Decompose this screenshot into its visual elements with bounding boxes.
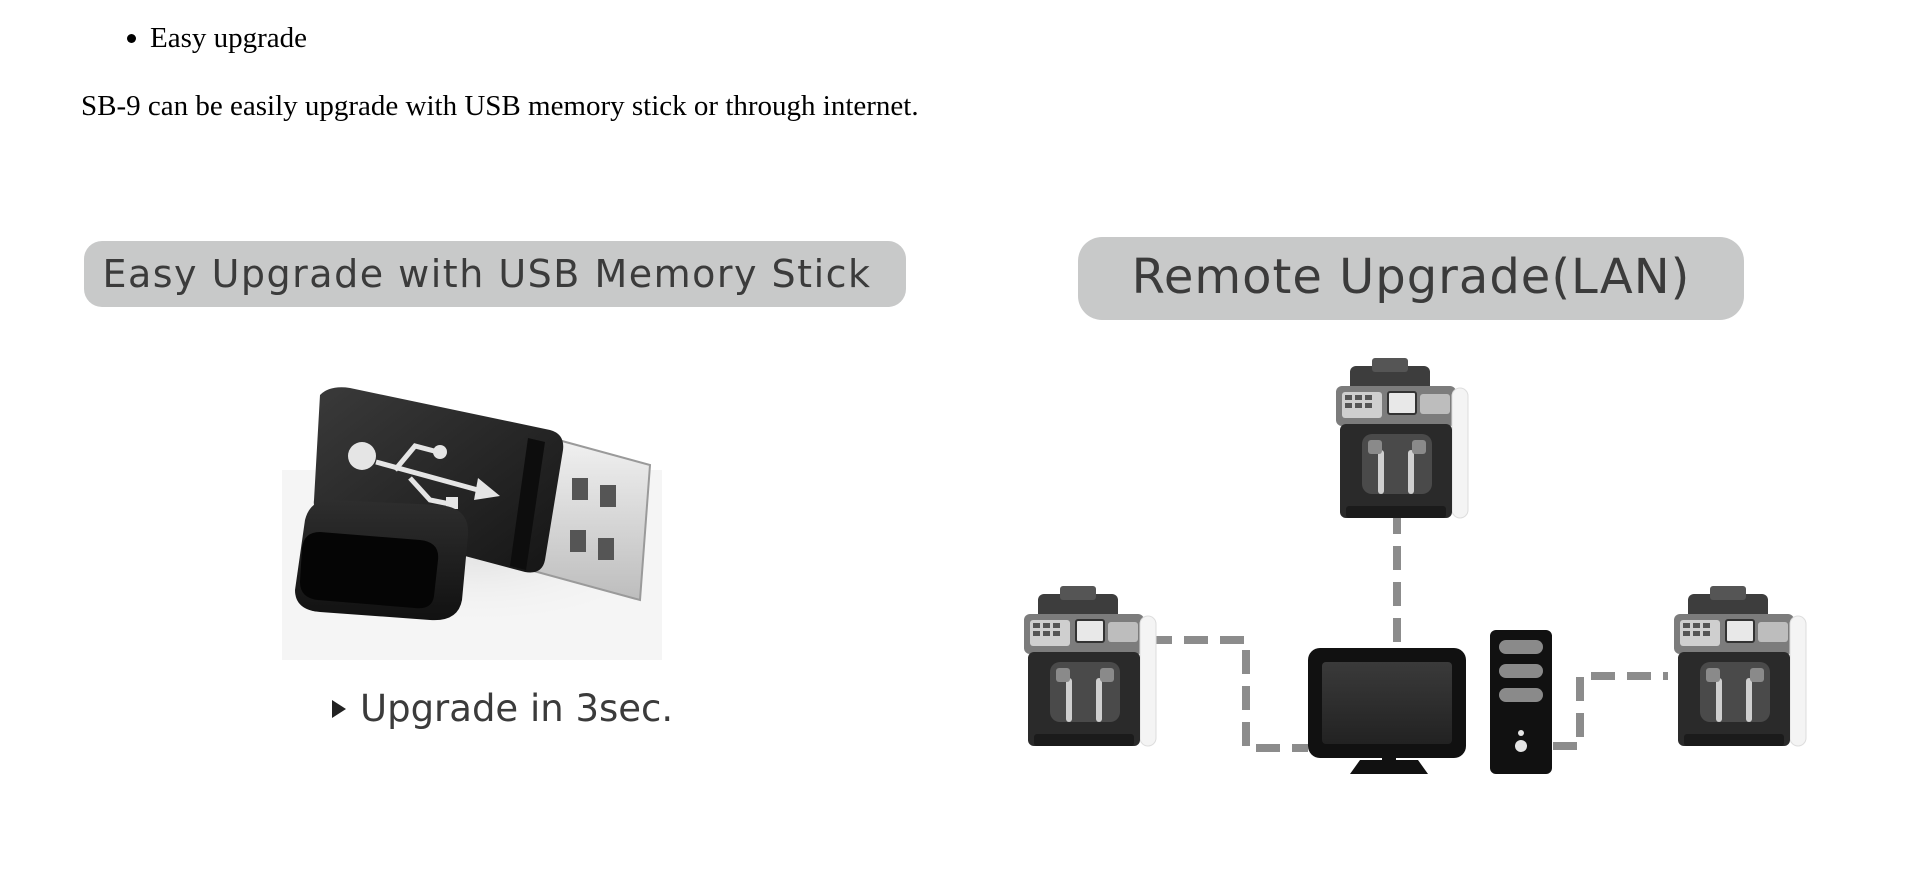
- connection-line: [1553, 672, 1668, 750]
- bullet-dot: [127, 34, 136, 43]
- banknote-counter-icon: [1673, 585, 1807, 747]
- connection-line: [1148, 636, 1308, 752]
- list-item-label: Easy upgrade: [150, 22, 308, 54]
- lan-panel-header: [1078, 237, 1744, 320]
- usb-stick-icon: [280, 387, 680, 660]
- upgrade-caption-text: Upgrade in 3sec.: [360, 687, 673, 730]
- usb-panel: Easy Upgrade with USB Memory Stick: [84, 241, 906, 730]
- monitor-icon: [1308, 648, 1466, 774]
- feature-list: Easy upgrade: [0, 18, 307, 58]
- description-text: SB-9 can be easily upgrade with USB memo…: [81, 90, 919, 122]
- banknote-counter-icon: [1023, 585, 1157, 747]
- lan-panel: Remote Upgrade(LAN): [1023, 237, 1807, 774]
- play-triangle-icon: [332, 700, 346, 718]
- usb-panel-title: Easy Upgrade with USB Memory Stick: [102, 252, 871, 296]
- banknote-counter-icon: [1335, 357, 1469, 519]
- computer-tower-icon: [1490, 630, 1552, 774]
- lan-panel-title: Remote Upgrade(LAN): [1132, 249, 1691, 305]
- upgrade-caption: Upgrade in 3sec.: [332, 687, 673, 730]
- network-diagram: [1023, 357, 1807, 774]
- list-item: Easy upgrade: [127, 18, 308, 58]
- usb-panel-header: [84, 241, 906, 307]
